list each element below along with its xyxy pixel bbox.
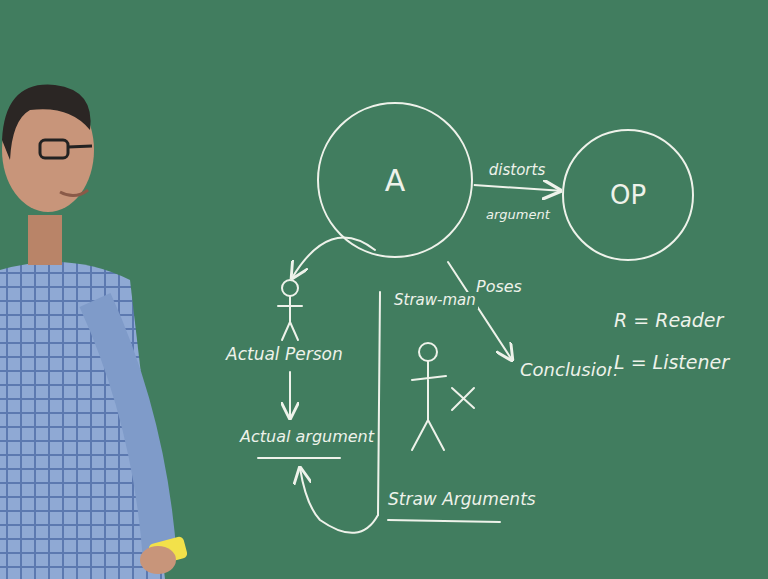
edge-label: distorts (487, 162, 547, 179)
glasses-arm (68, 146, 92, 147)
lecturer (0, 85, 188, 579)
cross-mark (452, 388, 474, 410)
poses-arrow (448, 262, 512, 360)
down-arrow (289, 372, 291, 418)
underline (258, 457, 340, 459)
node-label: A (385, 163, 406, 198)
chalk-label: R = Reader (612, 310, 725, 332)
straw-man-head (419, 343, 437, 361)
arrow-connector (474, 185, 560, 191)
chalk-label: Conclusion (518, 360, 620, 381)
hand (140, 546, 176, 574)
chalk-label: Straw Arguments (386, 490, 538, 510)
chalk-label: Straw-man (392, 292, 478, 309)
chalk-label: Actual Person (224, 345, 345, 365)
shirt (0, 262, 165, 579)
node-label: OP (610, 180, 646, 210)
circle-node: OP (562, 129, 694, 261)
neck (28, 215, 62, 265)
straw-man-body (412, 361, 446, 450)
actual-person-head (282, 280, 298, 296)
chalk-label: L = Listener (612, 352, 731, 374)
link-arc (292, 238, 375, 279)
return-arc (300, 468, 378, 533)
smile (60, 190, 88, 196)
glasses (40, 140, 68, 158)
hair (2, 85, 91, 160)
actual-person-body (278, 296, 302, 340)
chalk-label: Poses (474, 278, 524, 296)
chalk-label: Actual argument (238, 428, 376, 446)
arm (95, 300, 160, 560)
underline (388, 520, 500, 522)
divider-line (378, 292, 380, 515)
chalk-label: argument (484, 208, 552, 223)
circle-node: A (317, 102, 473, 258)
